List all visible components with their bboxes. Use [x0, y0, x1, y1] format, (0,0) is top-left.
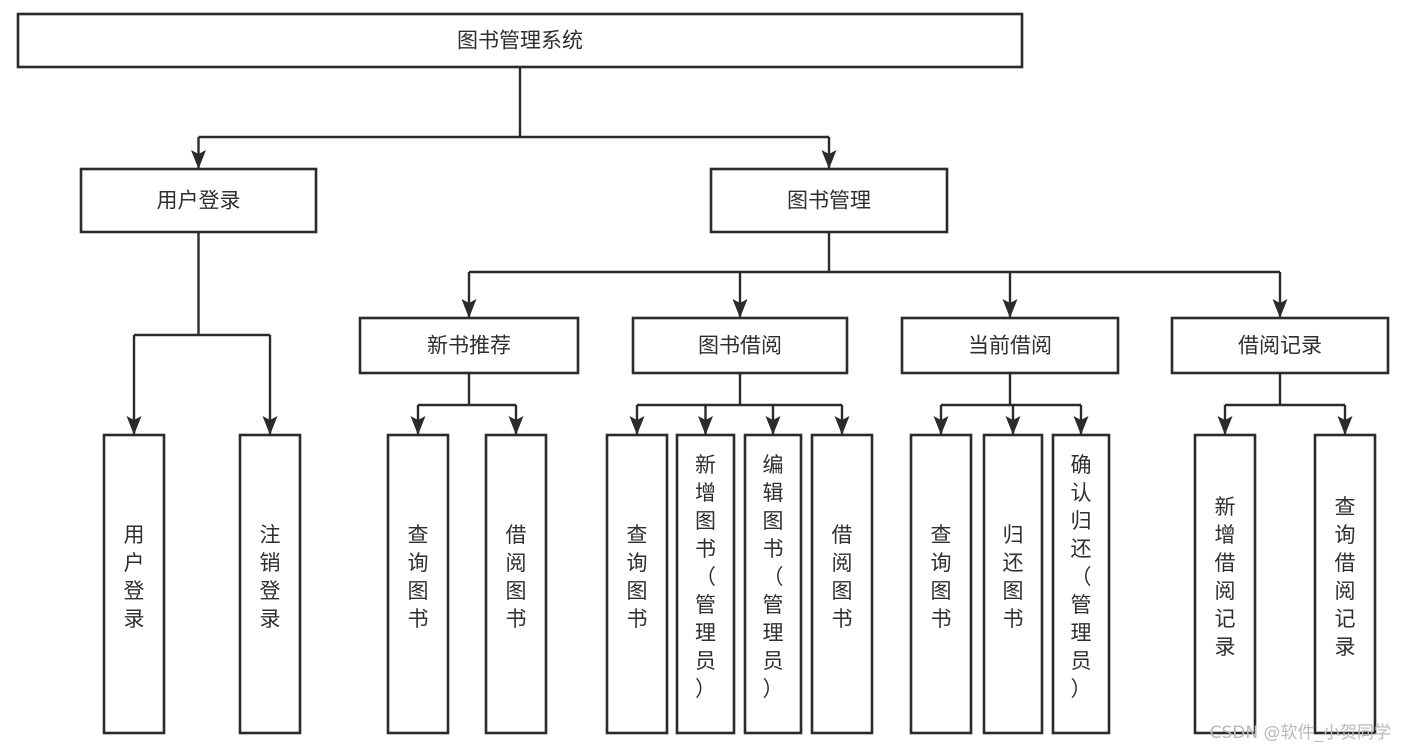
- arrow-head-icon: [732, 299, 748, 318]
- arrow-head-icon: [1073, 416, 1089, 435]
- arrow-head-icon: [629, 416, 645, 435]
- node-box: [1193, 433, 1257, 735]
- node-box: [709, 167, 949, 234]
- node-box: [909, 433, 973, 735]
- node-box: [102, 433, 166, 735]
- node-box: [982, 433, 1044, 735]
- node-label: 图书管理: [787, 189, 871, 213]
- node-l-return-book[interactable]: 归还图书: [982, 433, 1044, 735]
- arrow-head-icon: [126, 416, 142, 435]
- node-label: 查询图书: [931, 523, 952, 631]
- arrow-head-icon: [508, 416, 524, 435]
- node-l-query-book-2[interactable]: 查询图书: [605, 433, 669, 735]
- node-box: [484, 433, 548, 735]
- node-l-borrow-book-1[interactable]: 借阅图书: [484, 433, 548, 735]
- node-label: 查询图书: [627, 523, 648, 631]
- node-label: 查询借阅记录: [1335, 495, 1356, 659]
- watermark-text: CSDN @软件_小贺同学: [1209, 723, 1391, 743]
- node-box: [238, 433, 302, 735]
- node-label: 编辑图书（管理员）: [763, 453, 784, 701]
- node-box: [386, 433, 450, 735]
- node-label: 借阅记录: [1238, 334, 1322, 358]
- arrow-head-icon: [410, 416, 426, 435]
- arrow-head-icon: [933, 416, 949, 435]
- node-l-borrow-book-2[interactable]: 借阅图书: [810, 433, 874, 735]
- node-l-query-book-3[interactable]: 查询图书: [909, 433, 973, 735]
- node-box: [1313, 433, 1377, 735]
- node-label: 新增借阅记录: [1215, 495, 1236, 659]
- arrow-head-icon: [765, 416, 781, 435]
- node-box: [1051, 433, 1111, 735]
- node-l-add-record[interactable]: 新增借阅记录: [1193, 433, 1257, 735]
- node-l-edit-book[interactable]: 编辑图书（管理员）: [743, 433, 803, 735]
- node-l-confirm-return[interactable]: 确认归还（管理员）: [1051, 433, 1111, 735]
- node-n-user-login[interactable]: 用户登录: [79, 167, 318, 234]
- arrow-head-icon: [1272, 299, 1288, 318]
- node-label: 确认归还（管理员）: [1071, 453, 1092, 701]
- node-label: 图书借阅: [698, 334, 782, 358]
- node-box: [605, 433, 669, 735]
- node-root[interactable]: 图书管理系统: [16, 12, 1024, 69]
- node-label: 当前借阅: [968, 334, 1052, 358]
- node-label: 图书管理系统: [457, 29, 583, 53]
- node-l-query-book-1[interactable]: 查询图书: [386, 433, 450, 735]
- node-label: 借阅图书: [832, 523, 853, 631]
- node-box: [16, 12, 1024, 69]
- node-box: [743, 433, 803, 735]
- node-box: [358, 316, 580, 375]
- node-l-user-login[interactable]: 用户登录: [102, 433, 166, 735]
- node-label: 归还图书: [1003, 523, 1024, 631]
- arrow-head-icon: [1337, 416, 1353, 435]
- arrow-head-icon: [262, 416, 278, 435]
- node-label: 用户登录: [124, 523, 145, 631]
- node-box: [1170, 316, 1390, 375]
- arrow-head-icon: [191, 150, 206, 169]
- arrow-head-icon: [698, 416, 713, 435]
- node-n-borrow-record[interactable]: 借阅记录: [1170, 316, 1390, 375]
- arrow-head-icon: [1002, 299, 1018, 318]
- arrow-head-icon: [1217, 416, 1233, 435]
- node-n-book-mgmt[interactable]: 图书管理: [709, 167, 949, 234]
- node-box: [810, 433, 874, 735]
- arrow-head-icon: [461, 299, 477, 318]
- node-box: [675, 433, 736, 735]
- arrow-head-icon: [1005, 416, 1021, 435]
- node-label: 用户登录: [157, 189, 241, 213]
- arrow-head-icon: [821, 150, 837, 169]
- node-label: 新书推荐: [427, 334, 511, 358]
- node-box: [79, 167, 318, 234]
- node-layer: 图书管理系统用户登录图书管理新书推荐图书借阅当前借阅借阅记录用户登录注销登录查询…: [16, 12, 1390, 735]
- node-n-book-borrow[interactable]: 图书借阅: [631, 316, 849, 375]
- arrow-head-icon: [834, 416, 850, 435]
- node-box: [900, 316, 1120, 375]
- node-label: 新增图书（管理员）: [695, 453, 716, 701]
- node-l-add-book[interactable]: 新增图书（管理员）: [675, 433, 736, 735]
- node-l-query-record[interactable]: 查询借阅记录: [1313, 433, 1377, 735]
- node-label: 注销登录: [260, 523, 281, 631]
- node-l-logout[interactable]: 注销登录: [238, 433, 302, 735]
- node-label: 查询图书: [408, 523, 429, 631]
- node-n-current-borrow[interactable]: 当前借阅: [900, 316, 1120, 375]
- node-label: 借阅图书: [506, 523, 527, 631]
- edge-layer: [126, 67, 1353, 435]
- node-box: [631, 316, 849, 375]
- node-n-new-book-rec[interactable]: 新书推荐: [358, 316, 580, 375]
